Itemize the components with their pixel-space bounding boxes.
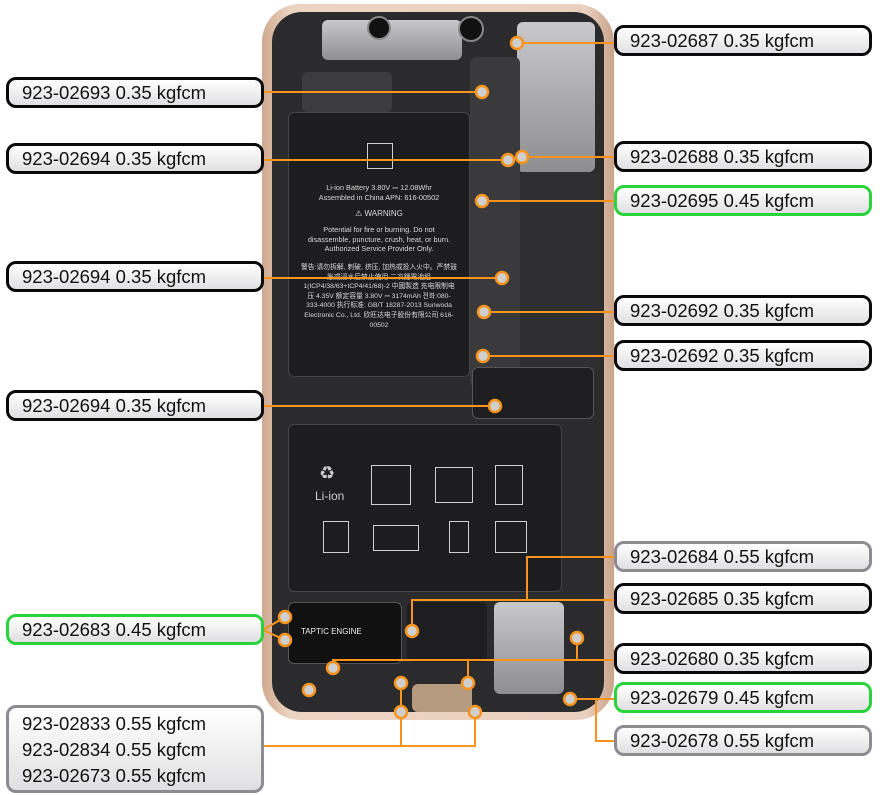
screw-label-group-bottom: 923-02833 0.55 kgfcm 923-02834 0.55 kgfc… bbox=[6, 705, 264, 793]
screw-label-02678: 923-02678 0.55 kgfcm bbox=[614, 725, 872, 756]
screw-label-02695: 923-02695 0.45 kgfcm bbox=[614, 185, 872, 216]
taptic-engine-label: TAPTIC ENGINE bbox=[301, 627, 362, 636]
screw-marker bbox=[277, 609, 293, 625]
screw-label-02692-b: 923-02692 0.35 kgfcm bbox=[614, 340, 872, 371]
screw-label-02673: 923-02673 0.55 kgfcm bbox=[22, 765, 207, 786]
li-ion-label: Li-ion bbox=[315, 489, 345, 503]
screw-marker bbox=[562, 691, 578, 707]
logic-board-shield bbox=[517, 22, 595, 172]
screw-marker bbox=[393, 675, 409, 691]
leader-line bbox=[401, 712, 476, 747]
speaker-bracket bbox=[494, 602, 564, 694]
screw-marker bbox=[494, 270, 510, 286]
screw-label-02834: 923-02834 0.55 kgfcm bbox=[22, 739, 207, 760]
leader-line bbox=[467, 659, 577, 683]
screw-marker bbox=[487, 398, 503, 414]
sim-tray-area bbox=[520, 172, 600, 372]
phone-interior: Li-ion Battery 3.80V ⎓ 12.08Whr Assemble… bbox=[272, 12, 604, 712]
leader-line bbox=[332, 659, 468, 668]
screw-marker bbox=[301, 682, 317, 698]
logic-board bbox=[470, 57, 520, 387]
leader-line bbox=[263, 712, 402, 747]
battery-cell-top: Li-ion Battery 3.80V ⎓ 12.08Whr Assemble… bbox=[288, 112, 470, 377]
screw-marker bbox=[475, 348, 491, 364]
screw-label-02684: 923-02684 0.55 kgfcm bbox=[614, 541, 872, 572]
screw-label-02692-a: 923-02692 0.35 kgfcm bbox=[614, 295, 872, 326]
battery-symbol-1 bbox=[371, 465, 411, 505]
screw-label-02694-c: 923-02694 0.35 kgfcm bbox=[6, 390, 264, 421]
battery-warning-text: Potential for fire or burning. Do not di… bbox=[307, 225, 451, 254]
battery-symbol-3 bbox=[495, 465, 523, 505]
screw-marker bbox=[569, 630, 585, 646]
battery-symbol-5 bbox=[373, 525, 419, 551]
screw-label-02683: 923-02683 0.45 kgfcm bbox=[6, 614, 264, 645]
top-bracket bbox=[322, 20, 462, 60]
screw-marker bbox=[509, 35, 525, 51]
screw-label-02688: 923-02688 0.35 kgfcm bbox=[614, 141, 872, 172]
screw-label-02687: 923-02687 0.35 kgfcm bbox=[614, 25, 872, 56]
battery-symbol-square bbox=[367, 143, 393, 169]
screw-label-02833: 923-02833 0.55 kgfcm bbox=[22, 713, 207, 734]
screw-label-02679: 923-02679 0.45 kgfcm bbox=[614, 682, 872, 713]
camera-module bbox=[367, 16, 391, 40]
camera-module-2 bbox=[458, 16, 484, 42]
screw-marker bbox=[514, 149, 530, 165]
battery-spec: Li-ion Battery 3.80V ⎓ 12.08Whr bbox=[326, 183, 432, 192]
screw-marker bbox=[476, 304, 492, 320]
taptic-engine: TAPTIC ENGINE bbox=[288, 602, 402, 664]
battery-warning-title: ⚠ WARNING bbox=[355, 209, 403, 218]
battery-symbol-6 bbox=[449, 521, 469, 553]
screw-marker bbox=[467, 704, 483, 720]
leader-line bbox=[526, 556, 614, 600]
screw-marker bbox=[325, 660, 341, 676]
leader-line bbox=[595, 699, 614, 742]
screw-label-02694-b: 923-02694 0.35 kgfcm bbox=[6, 261, 264, 292]
screw-label-02694-a: 923-02694 0.35 kgfcm bbox=[6, 143, 264, 174]
screw-label-02680: 923-02680 0.35 kgfcm bbox=[614, 643, 872, 674]
battery-symbol-4 bbox=[323, 521, 349, 553]
lightning-port bbox=[412, 684, 472, 712]
battery-apn: Assembled in China APN: 616-00502 bbox=[318, 193, 440, 202]
screw-marker bbox=[474, 193, 490, 209]
screw-marker bbox=[460, 675, 476, 691]
lightning-connector-area bbox=[407, 602, 487, 662]
screw-marker bbox=[404, 623, 420, 639]
battery-symbol-7 bbox=[495, 521, 527, 553]
bin-crossed-icon bbox=[435, 467, 473, 503]
recycle-icon: ♻ bbox=[319, 463, 336, 483]
battery-cell-bottom: ♻ Li-ion bbox=[288, 424, 562, 592]
screw-marker bbox=[277, 632, 293, 648]
screw-marker bbox=[500, 152, 516, 168]
screw-label-02693: 923-02693 0.35 kgfcm bbox=[6, 77, 264, 108]
leader-line bbox=[411, 599, 614, 631]
screw-marker bbox=[393, 704, 409, 720]
screw-marker bbox=[474, 84, 490, 100]
screw-label-02685: 923-02685 0.35 kgfcm bbox=[614, 583, 872, 614]
